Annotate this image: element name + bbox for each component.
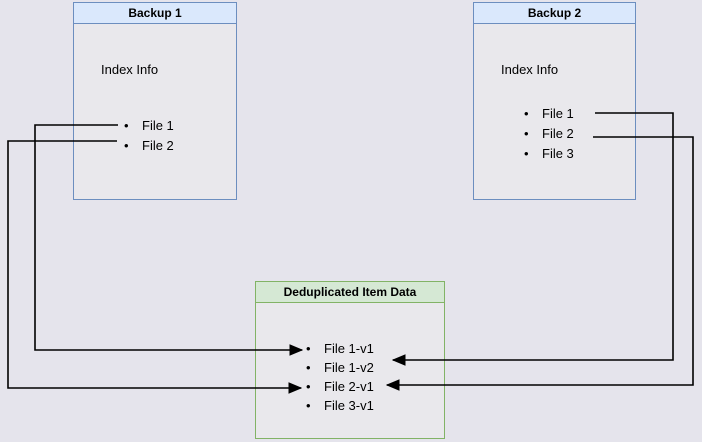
dedup-file-2v1: • File 2-v1 <box>306 377 374 396</box>
bullet-icon: • <box>524 105 529 121</box>
file-label: File 1 <box>542 105 574 121</box>
bullet-icon: • <box>306 341 311 356</box>
backup2-title: Backup 2 <box>474 3 635 24</box>
backup1-box: Backup 1 Index Info • File 1 • File 2 <box>73 2 237 200</box>
dedup-file-3v1: • File 3-v1 <box>306 396 374 415</box>
backup2-file-2: • File 2 <box>524 123 574 143</box>
file-label: File 1 <box>142 117 174 133</box>
file-label: File 2 <box>142 137 174 153</box>
backup1-title: Backup 1 <box>74 3 236 24</box>
file-label: File 3 <box>542 145 574 161</box>
dedup-file-1v2: • File 1-v2 <box>306 358 374 377</box>
dedup-file-1v1: • File 1-v1 <box>306 339 374 358</box>
bullet-icon: • <box>524 125 529 141</box>
backup2-file-3: • File 3 <box>524 143 574 163</box>
bullet-icon: • <box>524 145 529 161</box>
backup1-file-list: • File 1 • File 2 <box>124 115 174 155</box>
file-label: File 1-v2 <box>324 360 374 375</box>
file-label: File 2 <box>542 125 574 141</box>
backup2-file-1: • File 1 <box>524 103 574 123</box>
file-label: File 1-v1 <box>324 341 374 356</box>
dedup-title: Deduplicated Item Data <box>256 282 444 303</box>
deduplicated-item-data-box: Deduplicated Item Data • File 1-v1 • Fil… <box>255 281 445 439</box>
bullet-icon: • <box>306 379 311 394</box>
file-label: File 3-v1 <box>324 398 374 413</box>
file-label: File 2-v1 <box>324 379 374 394</box>
backup2-box: Backup 2 Index Info • File 1 • File 2 • … <box>473 2 636 200</box>
backup1-index-info-label: Index Info <box>101 62 159 77</box>
bullet-icon: • <box>124 117 129 133</box>
backup1-file-1: • File 1 <box>124 115 174 135</box>
bullet-icon: • <box>306 398 311 413</box>
backup2-index-info-label: Index Info <box>501 62 559 77</box>
bullet-icon: • <box>124 137 129 153</box>
dedup-file-list: • File 1-v1 • File 1-v2 • File 2-v1 • Fi… <box>306 339 374 415</box>
backup2-file-list: • File 1 • File 2 • File 3 <box>524 103 574 163</box>
bullet-icon: • <box>306 360 311 375</box>
backup1-file-2: • File 2 <box>124 135 174 155</box>
